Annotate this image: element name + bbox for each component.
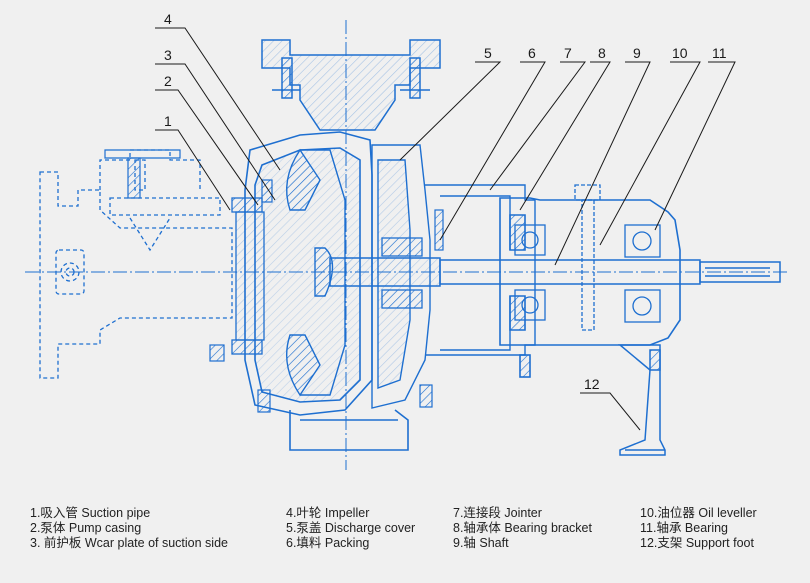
suction-pipe <box>39 149 233 379</box>
callout-7: 7 <box>564 45 572 61</box>
callout-2: 2 <box>164 73 172 89</box>
discharge-flange <box>261 39 441 131</box>
callout-9: 9 <box>633 45 641 61</box>
legend-item: 9.轴 Shaft <box>453 536 509 550</box>
legend-column-3: 7.连接段 Jointer 8.轴承体 Bearing bracket 9.轴 … <box>453 506 592 551</box>
legend-column-2: 4.叶轮 Impeller 5.泵盖 Discharge cover 6.填料 … <box>286 506 415 551</box>
shaft <box>329 257 781 287</box>
legend-item: 5.泵盖 Discharge cover <box>286 521 416 535</box>
callout-labels: 4 3 2 1 5 6 7 8 9 10 11 12 <box>164 11 727 392</box>
callout-8: 8 <box>598 45 606 61</box>
legend-item: 10.油位器 Oil leveller <box>640 506 757 520</box>
callout-11: 11 <box>712 45 727 61</box>
callout-4: 4 <box>164 11 172 27</box>
parts-legend: 1.吸入管 Suction pipe 2.泵体 Pump casing 3. 前… <box>30 506 800 556</box>
legend-item: 12.支架 Support foot <box>640 536 754 550</box>
callout-5: 5 <box>484 45 492 61</box>
legend-item: 11.轴承 Bearing <box>640 521 729 535</box>
callout-10: 10 <box>672 45 688 61</box>
legend-item: 4.叶轮 Impeller <box>286 506 370 520</box>
packing <box>381 237 423 309</box>
callout-6: 6 <box>528 45 536 61</box>
support-foot <box>617 344 666 456</box>
bolts <box>209 179 444 413</box>
legend-item: 7.连接段 Jointer <box>453 506 542 520</box>
callout-1: 1 <box>164 113 172 129</box>
leader-lines <box>155 27 736 431</box>
legend-item: 3. 前护板 Wcar plate of suction side <box>30 536 228 550</box>
legend-column-4: 10.油位器 Oil leveller 11.轴承 Bearing 12.支架 … <box>640 506 757 551</box>
wear-plate <box>231 197 265 355</box>
oil-leveller <box>574 184 601 331</box>
impeller <box>285 148 346 397</box>
callout-12: 12 <box>584 376 600 392</box>
legend-item: 8.轴承体 Bearing bracket <box>453 521 592 535</box>
bearings <box>514 224 661 323</box>
legend-item: 2.泵体 Pump casing <box>30 521 142 535</box>
legend-item: 6.填料 Packing <box>286 536 370 550</box>
pump-cross-section-drawing: 4 3 2 1 5 6 7 8 9 10 11 12 <box>25 11 790 470</box>
legend-column-1: 1.吸入管 Suction pipe 2.泵体 Pump casing 3. 前… <box>30 506 228 551</box>
bearing-bracket <box>499 197 681 378</box>
valve-handle <box>104 149 181 199</box>
callout-3: 3 <box>164 47 172 63</box>
legend-item: 1.吸入管 Suction pipe <box>30 506 151 520</box>
